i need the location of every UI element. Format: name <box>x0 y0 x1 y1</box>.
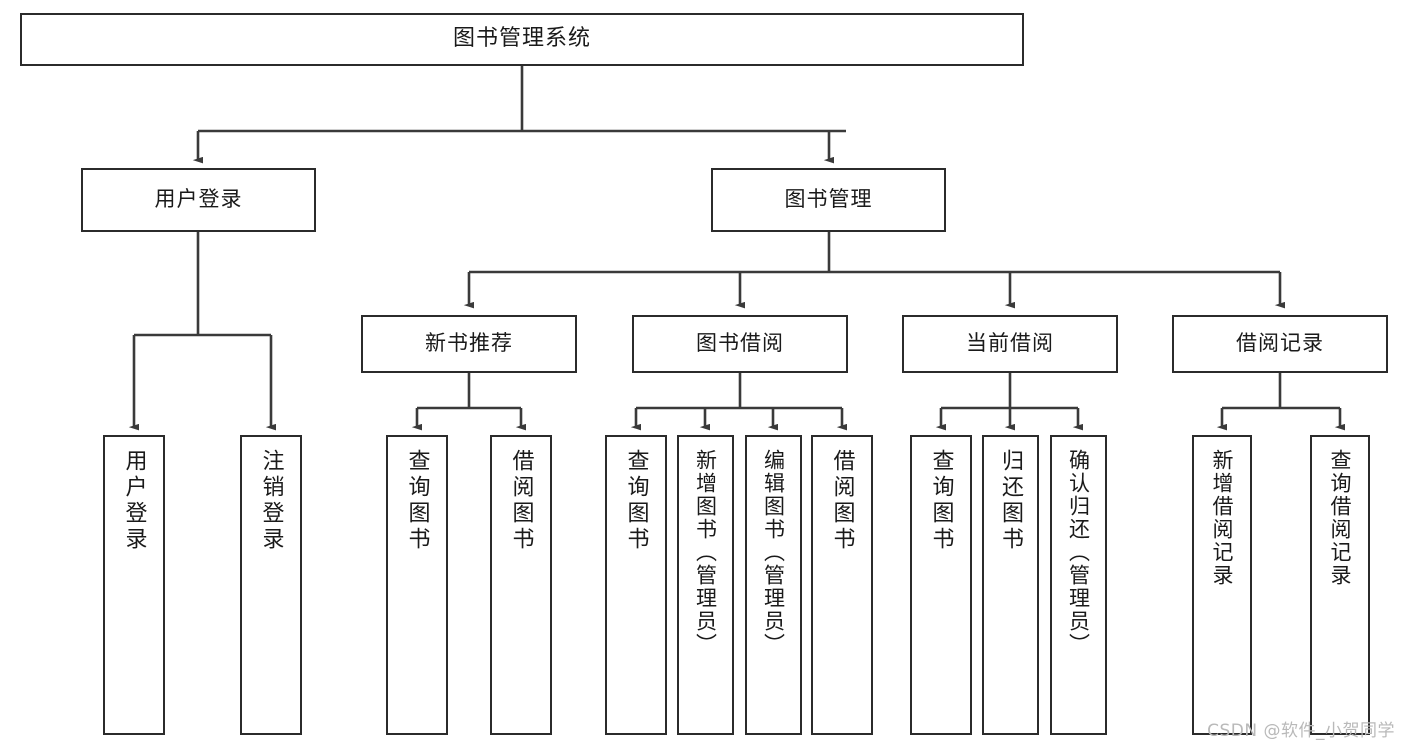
node-leaf-borrow-do-label: 借阅图书 <box>829 449 855 553</box>
node-new-book-rec-label: 新书推荐 <box>425 331 513 356</box>
node-book-borrow[interactable]: 图书借阅 <box>632 315 848 373</box>
node-current-borrow[interactable]: 当前借阅 <box>902 315 1118 373</box>
node-leaf-borrow-edit-label: 编辑图书（管理员） <box>761 449 786 656</box>
node-leaf-rec-borrow-label: 借阅图书 <box>508 449 534 553</box>
node-leaf-user-logout-label: 注销登录 <box>258 449 284 553</box>
node-leaf-borrow-query[interactable]: 查询图书 <box>605 435 667 735</box>
node-leaf-current-return[interactable]: 归还图书 <box>982 435 1039 735</box>
node-leaf-record-add[interactable]: 新增借阅记录 <box>1192 435 1252 735</box>
node-user-login[interactable]: 用户登录 <box>81 168 316 232</box>
node-leaf-user-logout[interactable]: 注销登录 <box>240 435 302 735</box>
node-book-borrow-label: 图书借阅 <box>696 331 784 356</box>
node-borrow-record-label: 借阅记录 <box>1236 331 1324 356</box>
node-leaf-borrow-add-label: 新增图书（管理员） <box>693 449 718 656</box>
node-leaf-record-add-label: 新增借阅记录 <box>1210 449 1235 587</box>
node-current-borrow-label: 当前借阅 <box>966 331 1054 356</box>
watermark-label: CSDN @软件_小贺同学 <box>1207 721 1395 741</box>
node-leaf-user-login-label: 用户登录 <box>121 449 147 553</box>
node-leaf-record-query-label: 查询借阅记录 <box>1328 449 1353 587</box>
node-leaf-current-query[interactable]: 查询图书 <box>910 435 972 735</box>
node-leaf-rec-query[interactable]: 查询图书 <box>386 435 448 735</box>
node-root[interactable]: 图书管理系统 <box>20 13 1024 66</box>
node-root-label: 图书管理系统 <box>452 26 591 52</box>
node-leaf-current-query-label: 查询图书 <box>928 449 954 553</box>
node-leaf-current-return-label: 归还图书 <box>998 449 1024 553</box>
node-leaf-rec-query-label: 查询图书 <box>404 449 430 553</box>
node-leaf-borrow-query-label: 查询图书 <box>623 449 649 553</box>
node-leaf-current-confirm[interactable]: 确认归还（管理员） <box>1050 435 1107 735</box>
node-book-manage[interactable]: 图书管理 <box>711 168 946 232</box>
node-leaf-borrow-edit[interactable]: 编辑图书（管理员） <box>745 435 802 735</box>
node-leaf-record-query[interactable]: 查询借阅记录 <box>1310 435 1370 735</box>
node-leaf-rec-borrow[interactable]: 借阅图书 <box>490 435 552 735</box>
node-new-book-rec[interactable]: 新书推荐 <box>361 315 577 373</box>
node-user-login-label: 用户登录 <box>154 187 243 212</box>
node-borrow-record[interactable]: 借阅记录 <box>1172 315 1388 373</box>
node-leaf-current-confirm-label: 确认归还（管理员） <box>1066 449 1091 656</box>
node-leaf-borrow-do[interactable]: 借阅图书 <box>811 435 873 735</box>
node-leaf-user-login[interactable]: 用户登录 <box>103 435 165 735</box>
node-book-manage-label: 图书管理 <box>784 187 873 212</box>
node-leaf-borrow-add[interactable]: 新增图书（管理员） <box>677 435 734 735</box>
